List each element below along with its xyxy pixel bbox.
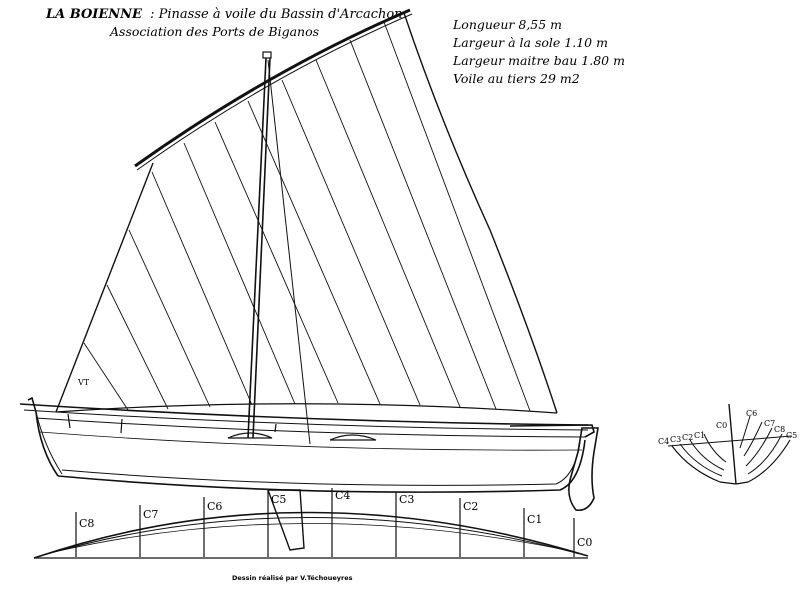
station-label-c0: C0 [577,536,592,549]
station-label-c4: C4 [335,489,350,502]
specifications: Longueur 8,55 m Largeur à la sole 1.10 m… [452,17,625,86]
bow-stem [27,396,59,477]
mast [247,51,311,445]
section-label-c1: C1 [694,431,705,440]
thwart-forward [227,432,273,439]
sail-seams [83,21,531,412]
title-block: LA BOIENNE : Pinasse à voile du Bassin d… [45,7,403,39]
body-plan: C4 C3 C2 C1 C0 C6 C7 C8 C5 [658,403,797,485]
spec-sail-area: Voile au tiers 29 m2 [453,71,580,86]
sail-yard [134,8,411,168]
drawing-credit: Dessin réalisé par V.Téchoueyres [232,574,353,582]
spec-length: Longueur 8,55 m [452,17,562,32]
daggerboard [266,489,305,551]
sheer-line [19,403,589,426]
svg-text:LA BOIENNE : Pinasse à v: LA BOIENNE : Pinasse à voile du Bassin d… [45,7,403,22]
station-label-c6: C6 [207,500,222,513]
spec-beam-max: Largeur maitre bau 1.80 m [452,53,625,68]
half-breadth-curve [33,511,589,559]
hull-profile [19,396,599,551]
spec-beam-floor: Largeur à la sole 1.10 m [452,35,608,50]
half-breadth-plan: C8 C7 C6 C5 C4 C3 C2 C1 C0 [33,488,592,559]
sail-foot [55,403,558,414]
station-label-c3: C3 [399,493,414,506]
lug-sail: VT [55,8,558,414]
station-label-c5: C5 [271,493,286,506]
boat-name: LA BOIENNE [45,7,143,22]
section-label-c5: C5 [786,431,797,440]
section-label-c0: C0 [716,421,727,430]
boat-subtitle: : Pinasse à voile du Bassin d'Arcachon [150,7,402,22]
sail-luff [55,162,154,413]
section-label-c2: C2 [682,433,693,442]
thwart-aft [329,434,377,441]
sail-leech [403,12,558,414]
section-label-c6: C6 [746,409,757,418]
section-label-c4: C4 [658,437,669,446]
association-name: Association des Ports de Biganos [109,24,319,39]
station-label-c1: C1 [527,513,542,526]
station-label-c7: C7 [143,508,158,521]
section-label-c7: C7 [764,419,775,428]
section-label-c3: C3 [670,435,681,444]
hull-bottom [57,439,586,493]
station-label-c2: C2 [463,500,478,513]
section-label-c8: C8 [774,425,785,434]
sail-label: VT [77,378,90,387]
station-label-c8: C8 [79,517,94,530]
rudder [568,427,599,512]
